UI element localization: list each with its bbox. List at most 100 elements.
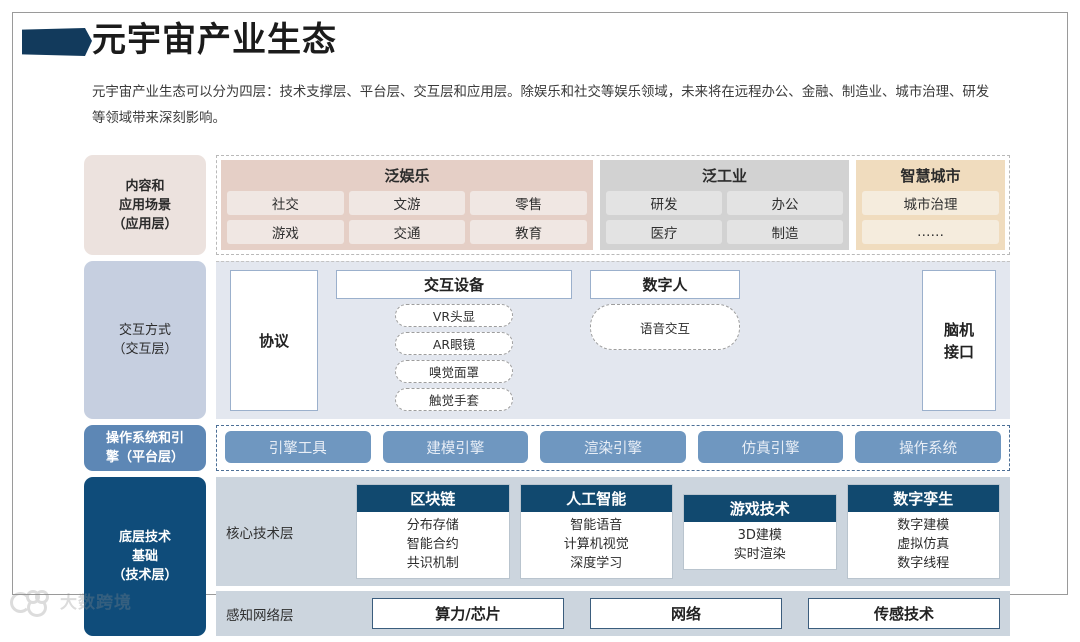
- layer-row-interaction: 交互方式 （交互层） 协议 交互设备 VR头显 AR眼镜 嗅觉面罩 触觉手套 数…: [84, 261, 1010, 419]
- watermark-logo-icon: [10, 589, 54, 617]
- spacer: [206, 425, 216, 471]
- device-pill[interactable]: VR头显: [395, 304, 513, 327]
- card-item: 数字线程: [897, 556, 950, 571]
- layer-row-application: 内容和 应用场景 （应用层） 泛娱乐 社交 文游 零售 游戏 交通 教育 泛工业: [84, 155, 1010, 255]
- card-items: 数字建模 虚拟仿真 数字线程: [848, 512, 1000, 578]
- sense-network-label: 感知网络层: [226, 607, 294, 624]
- ecosystem-diagram: 内容和 应用场景 （应用层） 泛娱乐 社交 文游 零售 游戏 交通 教育 泛工业: [84, 155, 1010, 642]
- domain-item-grid: 研发 办公 医疗 制造: [606, 191, 843, 244]
- card-item: 共识机制: [406, 556, 459, 571]
- title-accent-shape: [22, 28, 92, 56]
- card-item: 数字建模: [897, 518, 950, 533]
- platform-panel: 引擎工具 建模引擎 渲染引擎 仿真引擎 操作系统: [216, 425, 1010, 471]
- domain-entertainment[interactable]: 泛娱乐 社交 文游 零售 游戏 交通 教育: [221, 160, 593, 250]
- core-technology-label: 核心技术层: [226, 525, 294, 542]
- domain-chip[interactable]: 研发: [606, 191, 722, 215]
- side-label-line: 操作系统和引: [105, 431, 184, 446]
- engine-chip[interactable]: 建模引擎: [382, 431, 529, 463]
- card-title: 数字孪生: [847, 485, 999, 512]
- domain-smart-city[interactable]: 智慧城市 城市治理 ……: [856, 160, 1005, 250]
- tech-card-digital-twin[interactable]: 数字孪生 数字建模 虚拟仿真 数字线程: [846, 484, 1000, 579]
- side-label-line: （应用层）: [112, 216, 178, 232]
- side-label-platform: 操作系统和引 擎（平台层）: [84, 425, 206, 471]
- sense-box-compute[interactable]: 算力/芯片: [372, 598, 564, 629]
- side-label-line: 交互方式: [118, 323, 171, 338]
- domain-chip[interactable]: 制造: [727, 220, 843, 244]
- card-item: 计算机视觉: [563, 537, 629, 552]
- card-item: 深度学习: [570, 556, 623, 571]
- domain-item-grid: 社交 文游 零售 游戏 交通 教育: [227, 191, 587, 244]
- side-label-line: 底层技术: [118, 530, 171, 545]
- domain-chip[interactable]: 医疗: [606, 220, 722, 244]
- domain-chip[interactable]: 社交: [227, 191, 344, 215]
- side-label-line: 擎（平台层）: [105, 450, 184, 465]
- card-item: 虚拟仿真: [897, 537, 950, 552]
- device-pill[interactable]: AR眼镜: [395, 332, 513, 355]
- brain-computer-interface-box[interactable]: 脑机 接口: [922, 270, 996, 411]
- bci-line: 脑机: [943, 320, 974, 339]
- core-technology-row: 核心技术层 区块链 分布存储 智能合约 共识机制 人工智能 智能语音 计算机视觉…: [216, 477, 1010, 586]
- digital-human-group: 数字人 语音交互: [590, 270, 740, 411]
- side-label-line: 应用场景: [118, 197, 171, 213]
- group-items: 语音交互: [590, 304, 740, 350]
- side-label-line: （技术层）: [112, 568, 178, 583]
- card-title: 区块链: [357, 485, 509, 512]
- domain-chip[interactable]: 教育: [470, 220, 587, 244]
- interaction-panel: 协议 交互设备 VR头显 AR眼镜 嗅觉面罩 触觉手套 数字人 语音交互 脑机: [216, 261, 1010, 419]
- domain-chip[interactable]: 文游: [348, 191, 466, 215]
- watermark: 大数跨境: [10, 588, 132, 617]
- group-title: 交互设备: [336, 270, 572, 299]
- tech-card-game[interactable]: 游戏技术 3D建模 实时渲染: [683, 493, 837, 570]
- card-item: 智能合约: [406, 537, 459, 552]
- spacer: [206, 155, 216, 255]
- tech-card-ai[interactable]: 人工智能 智能语音 计算机视觉 深度学习: [519, 484, 673, 579]
- card-item: 分布存储: [406, 518, 459, 533]
- domain-title: 泛娱乐: [384, 167, 430, 185]
- spacer: [206, 477, 216, 636]
- layer-row-technology: 底层技术 基础 （技术层） 核心技术层 区块链 分布存储 智能合约 共识机制: [84, 477, 1010, 636]
- engine-chip[interactable]: 仿真引擎: [697, 431, 844, 463]
- protocol-box[interactable]: 协议: [230, 270, 318, 411]
- card-items: 分布存储 智能合约 共识机制: [357, 512, 509, 578]
- application-panel: 泛娱乐 社交 文游 零售 游戏 交通 教育 泛工业 研发 办公 医疗 制造: [216, 155, 1010, 255]
- domain-title: 智慧城市: [900, 167, 961, 185]
- domain-chip[interactable]: 城市治理: [862, 191, 999, 215]
- group-title: 数字人: [590, 270, 740, 299]
- side-label-line: （交互层）: [112, 342, 178, 357]
- domain-chip[interactable]: 游戏: [227, 220, 344, 244]
- sense-network-row: 感知网络层 算力/芯片 网络 传感技术: [216, 591, 1010, 636]
- card-item: 智能语音: [570, 518, 623, 533]
- card-title: 游戏技术: [684, 494, 836, 522]
- engine-chip[interactable]: 引擎工具: [225, 431, 371, 463]
- technology-panel: 核心技术层 区块链 分布存储 智能合约 共识机制 人工智能 智能语音 计算机视觉…: [216, 477, 1010, 636]
- device-pill[interactable]: 嗅觉面罩: [395, 360, 513, 383]
- side-label-interaction: 交互方式 （交互层）: [84, 261, 206, 419]
- domain-item-grid: 城市治理 ……: [862, 191, 999, 244]
- domain-chip[interactable]: ……: [862, 220, 999, 244]
- engine-chip[interactable]: 渲染引擎: [540, 431, 686, 463]
- side-label-line: 内容和: [125, 178, 165, 194]
- tech-card-blockchain[interactable]: 区块链 分布存储 智能合约 共识机制: [356, 484, 510, 579]
- card-items: 3D建模 实时渲染: [684, 522, 836, 569]
- bci-line: 接口: [943, 342, 974, 361]
- card-item: 实时渲染: [733, 546, 786, 562]
- digital-human-pill[interactable]: 语音交互: [590, 304, 740, 350]
- domain-chip[interactable]: 交通: [348, 220, 466, 244]
- sense-box-network[interactable]: 网络: [590, 598, 782, 629]
- card-items: 智能语音 计算机视觉 深度学习: [521, 512, 673, 578]
- side-label-application: 内容和 应用场景 （应用层）: [84, 155, 206, 255]
- domain-chip[interactable]: 办公: [727, 191, 843, 215]
- side-label-line: 基础: [131, 549, 158, 564]
- domain-chip[interactable]: 零售: [470, 191, 587, 215]
- device-pill[interactable]: 触觉手套: [395, 388, 513, 411]
- page-title: 元宇宙产业生态: [92, 20, 337, 60]
- spacer: [206, 261, 216, 419]
- watermark-text: 大数跨境: [60, 593, 132, 613]
- layer-row-platform: 操作系统和引 擎（平台层） 引擎工具 建模引擎 渲染引擎 仿真引擎 操作系统: [84, 425, 1010, 471]
- domain-industry[interactable]: 泛工业 研发 办公 医疗 制造: [600, 160, 849, 250]
- sense-box-sensor[interactable]: 传感技术: [808, 598, 1000, 629]
- engine-chip[interactable]: 操作系统: [855, 431, 1001, 463]
- page-subtitle: 元宇宙产业生态可以分为四层：技术支撑层、平台层、交互层和应用层。除娱乐和社交等娱…: [92, 85, 990, 126]
- group-items: VR头显 AR眼镜 嗅觉面罩 触觉手套: [336, 304, 572, 411]
- interaction-device-group: 交互设备 VR头显 AR眼镜 嗅觉面罩 触觉手套: [336, 270, 572, 411]
